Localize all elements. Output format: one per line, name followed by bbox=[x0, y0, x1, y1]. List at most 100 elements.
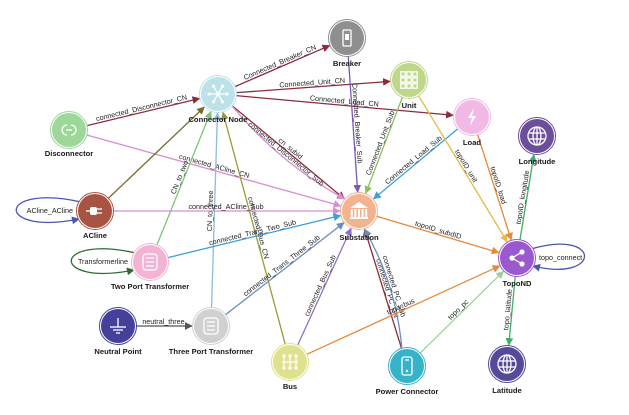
transformer-icon bbox=[142, 253, 158, 271]
edge-line bbox=[364, 228, 403, 350]
node-acline[interactable]: ACline bbox=[76, 192, 114, 241]
globe-icon bbox=[527, 126, 547, 146]
node-substation[interactable]: Substation bbox=[339, 192, 379, 243]
edge-line bbox=[85, 96, 201, 127]
edge-line bbox=[230, 104, 346, 200]
edge-line bbox=[296, 227, 352, 347]
edge-line bbox=[220, 111, 287, 346]
node-label: Power Connector bbox=[376, 387, 439, 396]
edge-label: Connected_Unit_Sub bbox=[364, 109, 397, 176]
edge-topond-to-longitude: topoID_longitude bbox=[514, 153, 537, 242]
node-power-connector[interactable]: Power Connector bbox=[376, 347, 439, 397]
edge-line bbox=[85, 133, 342, 208]
snowflake-network-icon bbox=[207, 84, 229, 104]
edge-line bbox=[347, 54, 362, 193]
bus-network-icon bbox=[282, 354, 298, 370]
node-latitude[interactable]: Latitude bbox=[488, 345, 526, 396]
node-label: Latitude bbox=[492, 386, 522, 395]
node-label: Load bbox=[463, 138, 482, 147]
node-disc bbox=[500, 241, 534, 275]
self-loop-line bbox=[15, 197, 82, 225]
grid-icon bbox=[400, 71, 418, 89]
edge-connector_node-to-unit: Connected_Unit_CN bbox=[234, 76, 391, 94]
edge-label: Connected_Breaker_CN bbox=[242, 43, 317, 82]
edge-line bbox=[230, 104, 345, 200]
node-label: Unit bbox=[402, 101, 417, 110]
edge-label: neutral_three bbox=[142, 317, 184, 326]
node-label: Breaker bbox=[333, 59, 361, 68]
edge-line bbox=[234, 94, 454, 119]
edge-line bbox=[155, 110, 212, 247]
node-bus[interactable]: Bus bbox=[271, 343, 309, 392]
ground-icon bbox=[110, 318, 126, 334]
node-label: Three Port Transformer bbox=[169, 347, 253, 356]
edge-acline-to-connector_node bbox=[106, 106, 205, 200]
phone-icon bbox=[401, 356, 413, 376]
node-neutral-point[interactable]: Neutral Point bbox=[94, 307, 142, 357]
edge-topond-to-latitude: topo_latitude bbox=[501, 274, 517, 346]
disconnector-icon bbox=[61, 124, 77, 136]
edge-load-to-topond: topoID_load bbox=[476, 132, 513, 241]
edge-label: connected_Disconnector_Sub bbox=[246, 120, 326, 188]
edge-label: topoID_longitude bbox=[514, 170, 532, 225]
edge-line bbox=[224, 222, 345, 317]
edge-label: topo_latitude bbox=[501, 289, 514, 331]
edge-disconnector-to-connector_node: connected_Disconnector_CN bbox=[85, 93, 201, 127]
breaker-icon bbox=[342, 29, 352, 47]
edge-line bbox=[234, 78, 391, 94]
edge-label: topoID_load bbox=[488, 165, 508, 205]
node-label: Two Port Transformer bbox=[111, 282, 189, 291]
edge-line bbox=[476, 132, 513, 241]
transformer-icon bbox=[203, 317, 219, 335]
edge-connector_node-to-load: Connected_Load_CN bbox=[234, 93, 454, 119]
node-load[interactable]: Load bbox=[453, 98, 491, 148]
node-label: Connector Node bbox=[188, 115, 247, 124]
edge-line bbox=[417, 94, 508, 243]
node-breaker[interactable]: Breaker bbox=[328, 19, 366, 69]
edge-line bbox=[166, 213, 342, 259]
node-disconnector[interactable]: Disconnector bbox=[45, 111, 94, 159]
node-label: TopoND bbox=[503, 279, 532, 288]
edge-label: Connected_Load_CN bbox=[310, 93, 380, 108]
self-loop-label: topo_connect bbox=[539, 253, 582, 262]
node-label: ACline bbox=[83, 231, 107, 240]
edge-line bbox=[362, 228, 403, 350]
node-three-port-transformer[interactable]: Three Port Transformer bbox=[169, 307, 253, 357]
node-disc bbox=[390, 349, 424, 383]
node-label: Neutral Point bbox=[94, 347, 142, 356]
node-label: Bus bbox=[283, 382, 297, 391]
self-loop-line bbox=[530, 243, 585, 272]
edge-line bbox=[373, 127, 460, 200]
edge-label: connected_Bus_Sub bbox=[302, 253, 338, 317]
edge-label: Connected_Load_Sub bbox=[383, 134, 444, 187]
edge-substation-to-topond: topoID_subdID bbox=[375, 215, 500, 255]
node-topond[interactable]: TopoND bbox=[498, 239, 536, 289]
edge-label: topoID_unit bbox=[453, 148, 480, 184]
edge-line bbox=[364, 95, 404, 194]
lightning-icon bbox=[468, 108, 476, 126]
node-unit[interactable]: Unit bbox=[390, 61, 428, 111]
edge-line bbox=[375, 215, 500, 255]
edge-label: connected_Trans_Three_Sub bbox=[241, 233, 321, 298]
edge-line bbox=[519, 153, 537, 242]
edge-bus-to-topond: topo_bus bbox=[305, 265, 501, 356]
node-label: Longitude bbox=[519, 157, 556, 166]
edge-line bbox=[505, 274, 517, 346]
self-loop-acline: ACline_ACline bbox=[15, 197, 82, 225]
self-loop-topond: topo_connect bbox=[530, 243, 585, 272]
edge-label: connected_Disconnector_CN bbox=[95, 93, 188, 124]
edge-line bbox=[233, 44, 331, 88]
self-loop-label: Transformerline bbox=[78, 257, 128, 266]
share-icon bbox=[509, 249, 525, 267]
node-connector-node[interactable]: Connector Node bbox=[188, 75, 248, 125]
node-longitude[interactable]: Longitude bbox=[518, 117, 556, 167]
node-disc bbox=[392, 63, 426, 97]
plug-icon bbox=[86, 207, 102, 215]
node-two-port-transformer[interactable]: Two Port Transformer bbox=[111, 243, 189, 292]
edge-label: connected_ACline_Sub bbox=[188, 202, 263, 211]
edge-label: topo_pc bbox=[446, 297, 471, 322]
self-loop-label: ACline_ACline bbox=[27, 206, 73, 215]
